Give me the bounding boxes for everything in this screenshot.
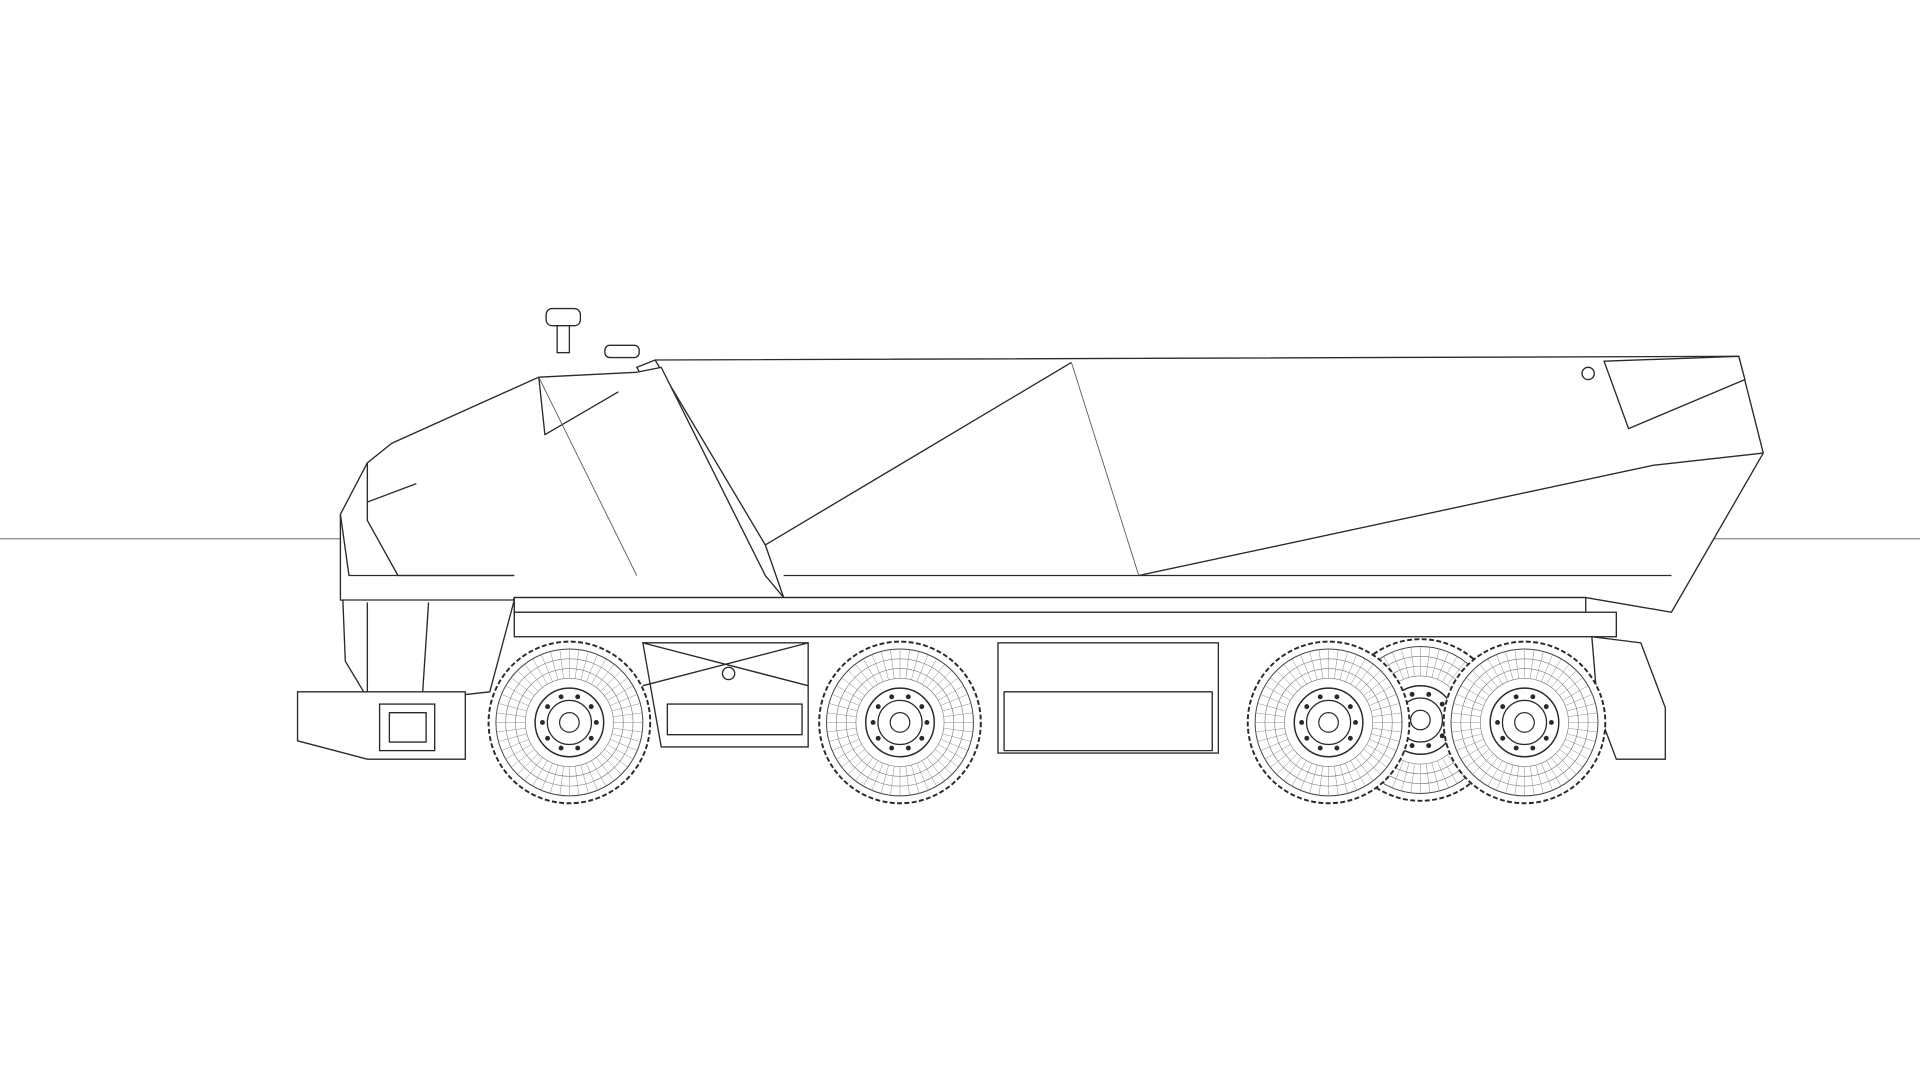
roof-sensor-2: [604, 344, 640, 359]
cargo-body: [635, 355, 1764, 613]
roof-sensor-1: [545, 307, 582, 327]
cab-front-lower: [296, 599, 516, 760]
wheel-hub: [534, 687, 605, 758]
wheel-hub: [1489, 687, 1560, 758]
wheel: [1442, 640, 1607, 805]
wheel-hub: [864, 687, 936, 758]
wheel-hub: [1293, 687, 1364, 758]
wheel: [818, 640, 982, 805]
chassis: [513, 596, 1666, 760]
cab: [339, 307, 786, 613]
wheels: [487, 638, 1607, 805]
wheel: [487, 640, 652, 805]
wheel: [1246, 640, 1411, 805]
